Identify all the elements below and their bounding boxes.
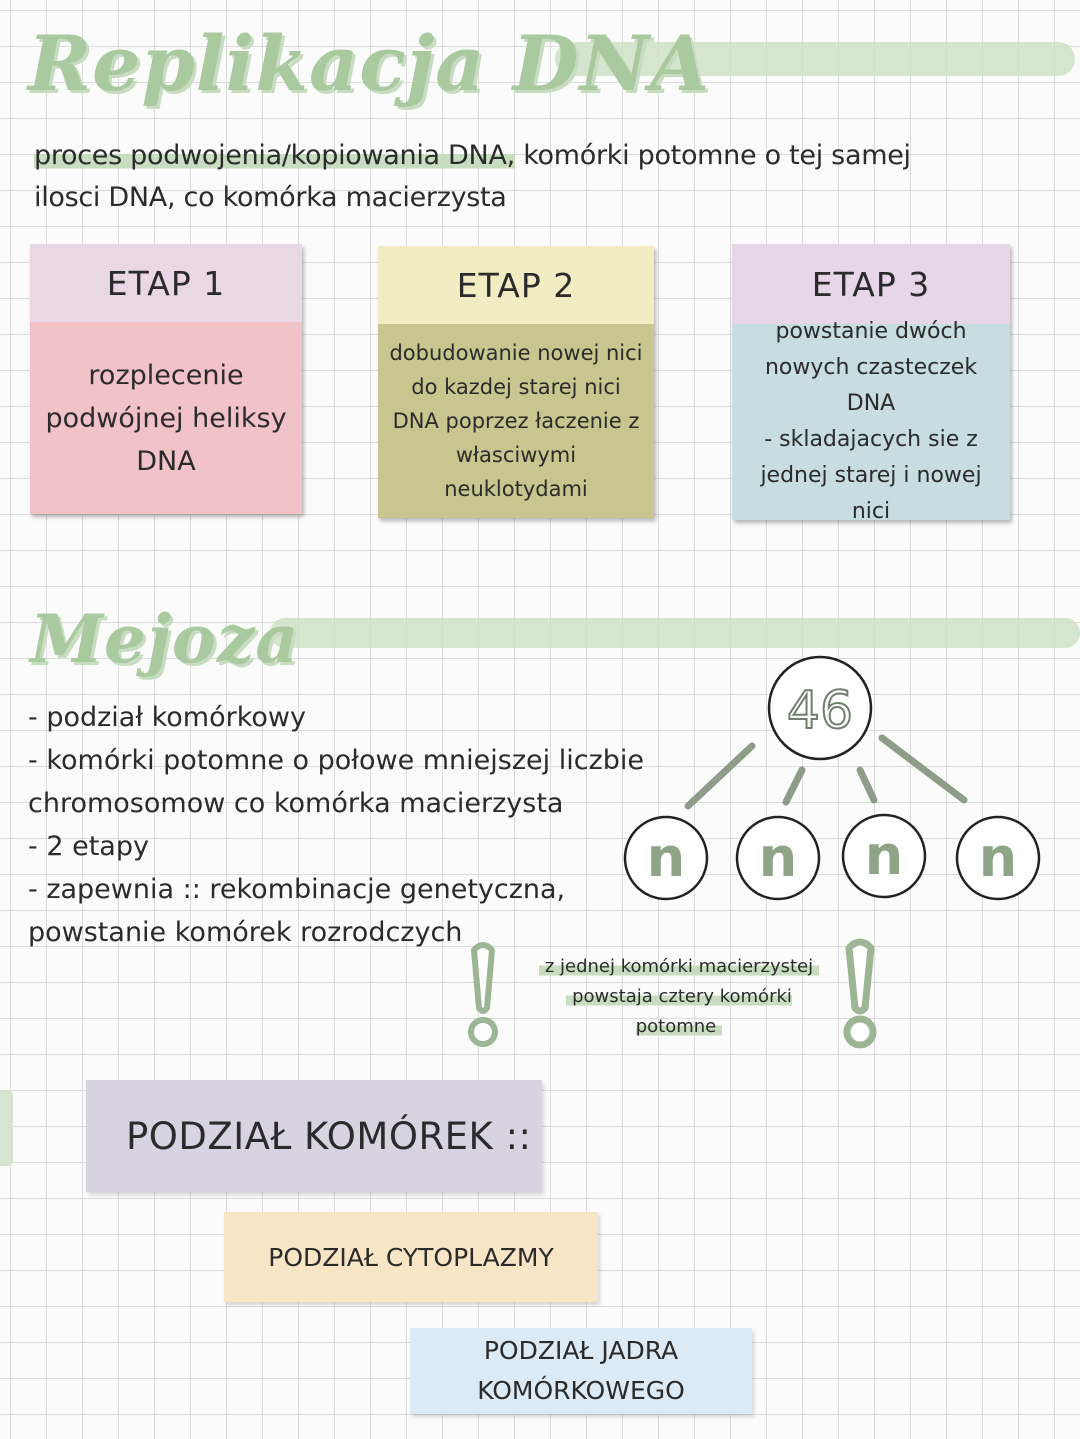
child-cell-circle [955,815,1041,901]
stage-card-2-header: ETAP 2 [378,246,654,324]
podzial-cytoplazmy-label: PODZIAŁ CYTOPLAZMY [268,1242,554,1272]
intro-line-2: ilosci DNA, co komórka macierzysta [34,182,507,213]
title-underline-stroke [270,618,1080,648]
stage-card-1: ETAP 1 rozplecenie podwójnej heliksy DNA [30,244,302,514]
stage-card-2: ETAP 2 dobudowanie nowej nici do kazdej … [378,246,654,518]
stage-1-line: DNA [136,445,196,477]
title-underline-stroke [555,42,1075,76]
child-cell-circle [623,815,709,901]
note-line-1: z jednej komórki macierzystej [520,952,838,982]
stage-3-line: - skladajacych sie z [764,427,978,452]
stage-card-3-header: ETAP 3 [732,244,1010,324]
note-line-2: powstaja cztery komórki potomne [520,982,838,1042]
margin-tab [0,1090,13,1166]
podzial-komorek-label: PODZIAŁ KOMÓREK :: [126,1114,532,1158]
child-cell-label: n [647,826,685,889]
connector-line [878,734,968,804]
stage-card-2-body: dobudowanie nowej nici do kazdej starej … [378,324,654,518]
stage-2-line: dobudowanie nowej nici [389,341,643,365]
stage-3-line: powstanie dwóch [775,319,967,344]
stage-card-3-body: powstanie dwóch nowych czasteczek DNA - … [732,319,1010,524]
child-cell-circle [841,813,927,899]
parent-cell-circle [767,655,873,761]
bullet-line: - komórki potomne o połowe mniejszej lic… [28,745,644,776]
podzial-jadra-line: PODZIAŁ JADRA [483,1336,679,1365]
parent-cell-label: 46 [787,681,853,741]
bullet-line: powstanie komórek rozrodczych [28,917,463,948]
intro-highlight: proces podwojenia/kopiowania DNA, [34,140,515,171]
connector-line [782,766,806,806]
meiosis-note: z jednej komórki macierzystej powstaja c… [520,952,838,1042]
stage-card-1-header: ETAP 1 [30,244,302,322]
child-cell-label: n [759,826,797,889]
stage-1-line: podwójnej heliksy [45,402,287,434]
exclamation-icon [843,938,877,1049]
note-line-1-text: z jednej komórki macierzystej [538,956,820,977]
stage-2-line: DNA poprzez łaczenie z [392,409,640,433]
connector-line [684,742,756,810]
child-cell-circle [735,815,821,901]
podzial-jadra-line: KOMÓRKOWEGO [477,1376,685,1405]
diagram-connector-lines [684,734,968,810]
stage-1-line: rozplecenie [88,359,244,391]
stage-3-line: nowych czasteczek DNA [764,355,978,416]
connector-line [856,766,878,804]
stage-2-line: neuklotydami [444,477,588,501]
intro-line-1: proces podwojenia/kopiowania DNA, komórk… [34,136,911,176]
child-cell-label: n [979,826,1017,889]
meiosis-diagram: 46 n n n n [623,655,1041,901]
intro-rest: komórki potomne o tej samej [514,140,911,171]
stage-card-1-body: rozplecenie podwójnej heliksy DNA [30,322,302,514]
child-cell-label: n [865,824,903,887]
stage-2-line: własciwymi [455,443,577,467]
podzial-komorek-box: PODZIAŁ KOMÓREK :: [86,1080,542,1192]
stage-3-line: jednej starej i nowej nici [760,463,982,524]
bullet-line: - zapewnia :: rekombinacje genetyczna, [28,874,566,905]
exclamation-icon [468,942,498,1047]
podzial-jadra-box: PODZIAŁ JADRA KOMÓRKOWEGO [410,1328,752,1414]
podzial-cytoplazmy-box: PODZIAŁ CYTOPLAZMY [224,1212,598,1302]
section-title-mejoza: Mejoza [30,600,300,678]
stage-card-3: ETAP 3 powstanie dwóch nowych czasteczek… [732,244,1010,524]
section-title-replikacja: Replikacja DNA [28,19,711,108]
mejoza-bullets: - podział komórkowy - komórki potomne o … [28,696,644,954]
note-line-2-text: powstaja cztery komórki potomne [566,986,792,1037]
bullet-line: - podział komórkowy [28,702,306,733]
bullet-line: - 2 etapy [28,831,149,862]
stage-2-line: do kazdej starej nici [411,375,621,399]
bullet-line: chromosomow co komórka macierzysta [28,788,564,819]
